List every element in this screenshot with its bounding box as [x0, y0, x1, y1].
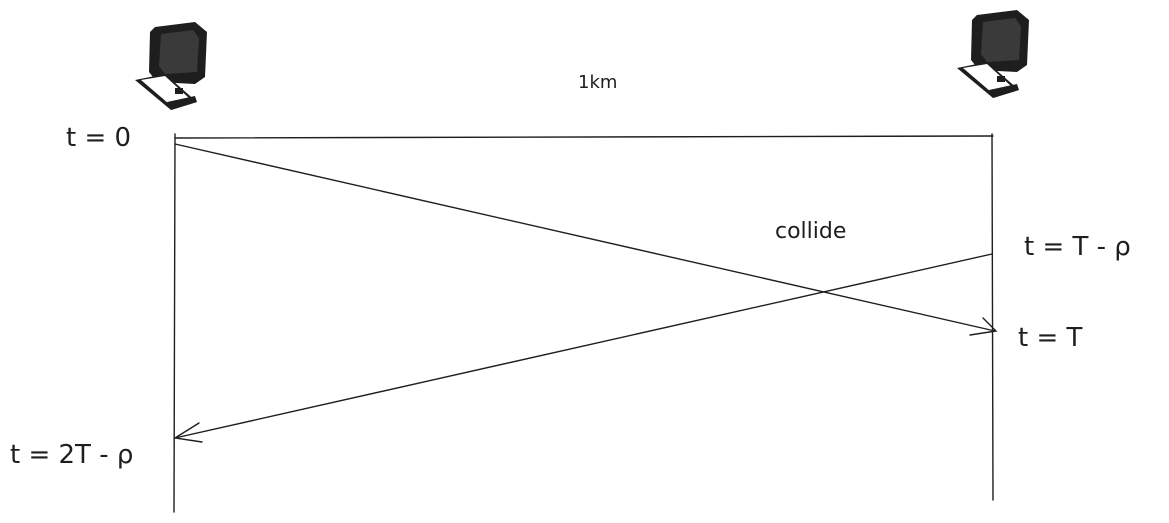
left-time-axis: [173, 133, 176, 513]
time-label-right-send: t = T - ρ: [1024, 232, 1131, 262]
signal-right-to-left: [174, 253, 993, 439]
distance-line: [174, 135, 994, 139]
time-label-return: t = 2T - ρ: [10, 440, 133, 470]
left-computer-icon: [135, 22, 207, 110]
distance-label: 1km: [578, 72, 617, 93]
arrowhead-left: [173, 422, 203, 443]
right-time-axis: [991, 133, 994, 501]
time-label-start: t = 0: [66, 123, 131, 153]
collide-label: collide: [775, 219, 846, 244]
signal-left-to-right: [174, 143, 996, 332]
right-computer-icon: [957, 10, 1029, 98]
arrowhead-right: [969, 317, 998, 336]
time-label-arrival: t = T: [1018, 323, 1083, 353]
